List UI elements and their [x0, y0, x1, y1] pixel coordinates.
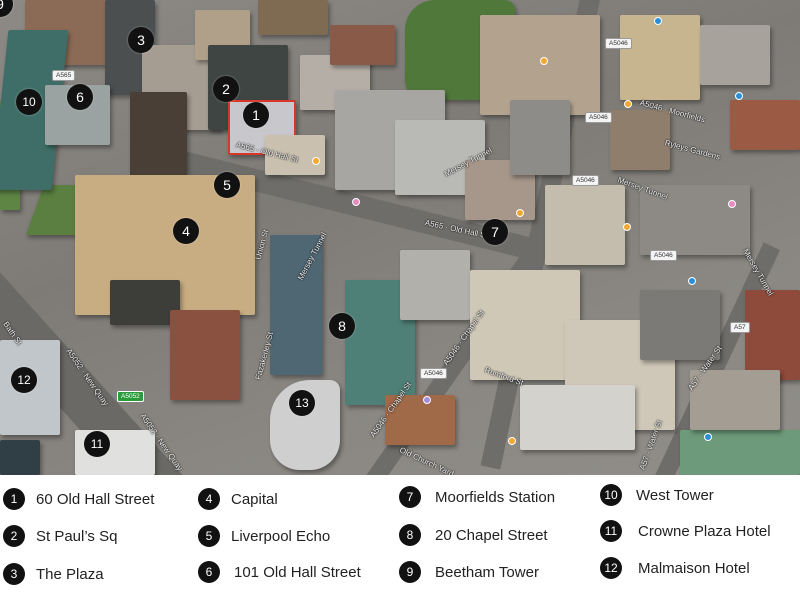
marker-13[interactable]: 13: [289, 390, 315, 416]
poi-icon[interactable]: [688, 277, 696, 285]
road-label: Union St: [253, 228, 271, 261]
poi-icon[interactable]: [423, 396, 431, 404]
legend-label: Liverpool Echo: [231, 527, 331, 545]
road-label: Ryleys Gardens: [663, 138, 722, 162]
building: [270, 235, 322, 375]
legend-label: The Plaza: [36, 565, 104, 583]
marker-11[interactable]: 11: [84, 431, 110, 457]
marker-8[interactable]: 8: [329, 313, 355, 339]
legend-label: Beetham Tower: [435, 563, 539, 581]
marker-6[interactable]: 6: [67, 84, 93, 110]
legend-item: 7 Moorfields Station: [399, 486, 555, 508]
building: [680, 430, 800, 475]
legend-item: 6 101 Old Hall Street: [198, 561, 361, 583]
building: [470, 270, 580, 380]
legend-number: 2: [3, 525, 25, 547]
building: [640, 290, 720, 360]
legend-item: 4 Capital: [198, 488, 278, 510]
poi-icon[interactable]: [728, 200, 736, 208]
legend-label: 20 Chapel Street: [435, 526, 548, 544]
legend-number: 1: [3, 488, 25, 510]
legend-label: St Paul’s Sq: [36, 527, 118, 545]
poi-icon[interactable]: [654, 17, 662, 25]
marker-7[interactable]: 7: [482, 219, 508, 245]
road-shield: A5046: [585, 112, 612, 123]
legend-number: 8: [399, 524, 421, 546]
legend-item: 5 Liverpool Echo: [198, 525, 330, 547]
building: [258, 0, 328, 35]
legend-label: Capital: [231, 490, 278, 508]
legend-label: 60 Old Hall Street: [36, 490, 155, 508]
marker-2[interactable]: 2: [213, 76, 239, 102]
building: [130, 92, 187, 177]
building: [640, 185, 750, 255]
building: [610, 110, 670, 170]
building: [690, 370, 780, 430]
legend-item: 2 St Paul’s Sq: [3, 525, 117, 547]
legend-label: Moorfields Station: [435, 488, 556, 506]
building: [110, 280, 180, 325]
legend-item: 3 The Plaza: [3, 563, 104, 585]
building: [730, 100, 800, 150]
aerial-map[interactable]: A565 · Old Hall St A565 · Old Hall St A5…: [0, 0, 800, 475]
building: [330, 25, 395, 65]
legend-number: 4: [198, 488, 220, 510]
road-shield: A565: [52, 70, 76, 81]
legend-label: 101 Old Hall Street: [234, 563, 361, 581]
building: [265, 135, 325, 175]
car-park: [170, 310, 240, 400]
poi-icon[interactable]: [735, 92, 743, 100]
road-shield: A5046: [650, 250, 677, 261]
legend-item: 11 Crowne Plaza Hotel: [600, 520, 771, 542]
marker-10[interactable]: 10: [16, 89, 42, 115]
legend-item: 9 Beetham Tower: [399, 561, 539, 583]
marker-12[interactable]: 12: [11, 367, 37, 393]
legend-label: Crowne Plaza Hotel: [638, 522, 771, 540]
poi-icon[interactable]: [352, 198, 360, 206]
legend-number: 6: [198, 561, 220, 583]
legend-item: 10 West Tower: [600, 484, 714, 506]
road-shield: A5052: [117, 391, 144, 402]
marker-9[interactable]: 9: [0, 0, 13, 17]
river: [0, 440, 40, 475]
legend-number: 10: [600, 484, 622, 506]
road-label: Old Church Yard: [398, 445, 456, 475]
legend-number: 3: [3, 563, 25, 585]
legend-number: 9: [399, 561, 421, 583]
building: [480, 15, 600, 115]
road-shield: A5046: [605, 38, 632, 49]
building: [385, 395, 455, 445]
legend-number: 5: [198, 525, 220, 547]
marker-5[interactable]: 5: [214, 172, 240, 198]
poi-icon[interactable]: [704, 433, 712, 441]
legend-number: 11: [600, 520, 622, 542]
building: [700, 25, 770, 85]
poi-icon[interactable]: [624, 100, 632, 108]
building: [520, 385, 635, 450]
poi-icon[interactable]: [312, 157, 320, 165]
building: [400, 250, 470, 320]
building: [620, 15, 700, 100]
legend-label: West Tower: [636, 486, 714, 504]
building: [545, 185, 625, 265]
legend-item: 8 20 Chapel Street: [399, 524, 548, 546]
marker-3[interactable]: 3: [128, 27, 154, 53]
building: [510, 100, 570, 175]
legend-label: Malmaison Hotel: [638, 559, 750, 577]
marker-4[interactable]: 4: [173, 218, 199, 244]
poi-icon[interactable]: [540, 57, 548, 65]
road-shield: A5046: [420, 368, 447, 379]
road-shield: A57: [730, 322, 750, 333]
marker-1[interactable]: 1: [243, 102, 269, 128]
legend: 1 60 Old Hall Street 2 St Paul’s Sq 3 The P…: [0, 475, 800, 600]
building: [745, 290, 800, 380]
legend-item: 12 Malmaison Hotel: [600, 557, 750, 579]
poi-icon[interactable]: [516, 209, 524, 217]
legend-item: 1 60 Old Hall Street: [3, 488, 154, 510]
poi-icon[interactable]: [508, 437, 516, 445]
road-shield: A5046: [572, 175, 599, 186]
poi-icon[interactable]: [623, 223, 631, 231]
legend-number: 12: [600, 557, 622, 579]
legend-number: 7: [399, 486, 421, 508]
